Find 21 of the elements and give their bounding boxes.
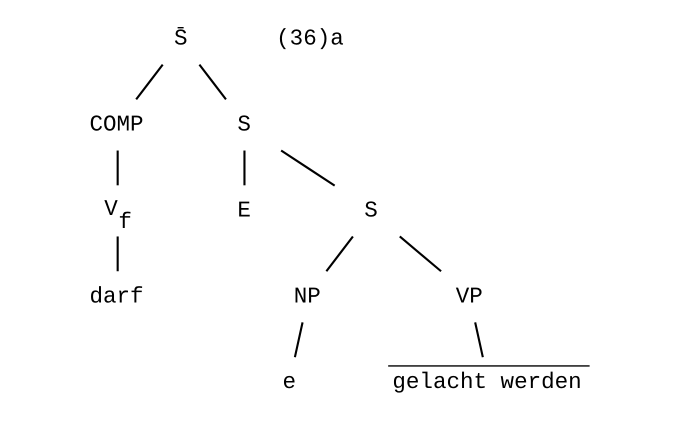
label: (36)a bbox=[276, 25, 344, 52]
connector bbox=[280, 150, 335, 186]
connector bbox=[398, 236, 442, 272]
node-text: S bbox=[236, 111, 250, 138]
node-text: S bbox=[364, 197, 378, 224]
connector bbox=[116, 150, 118, 186]
node-text: e bbox=[282, 369, 296, 396]
node-text: COMP bbox=[88, 111, 144, 138]
node-text: darf bbox=[88, 283, 144, 310]
connector bbox=[116, 236, 118, 272]
node-text: E bbox=[236, 197, 250, 224]
connector bbox=[242, 150, 246, 186]
node-text: S̄ bbox=[174, 25, 188, 52]
connector bbox=[198, 64, 226, 100]
node-text: VP bbox=[455, 283, 482, 310]
connector bbox=[474, 322, 484, 358]
node-text: NP bbox=[293, 283, 320, 310]
connector bbox=[325, 236, 354, 272]
node-text: gelacht werden bbox=[392, 369, 582, 396]
connector bbox=[293, 322, 304, 358]
connector bbox=[134, 64, 164, 100]
